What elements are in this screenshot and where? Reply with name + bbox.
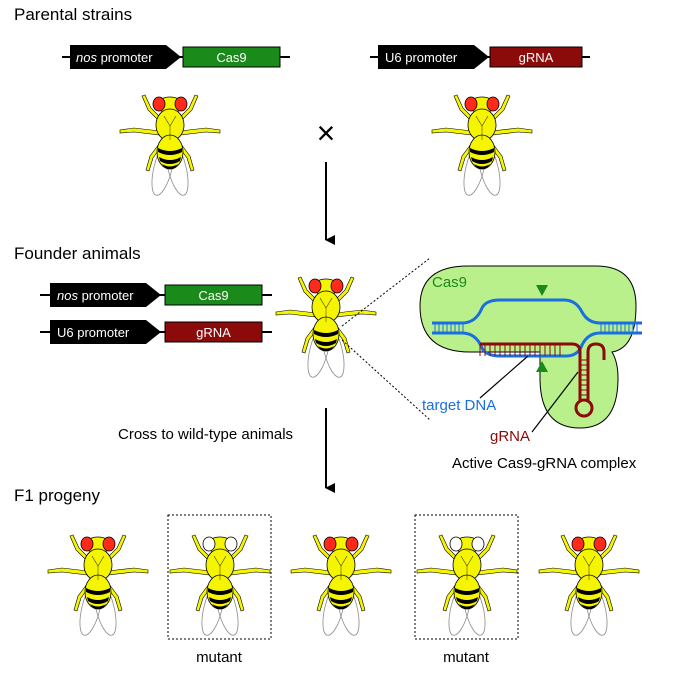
zoom-line-bottom	[341, 339, 431, 421]
section-title-f1: F1 progeny	[14, 486, 100, 505]
construct-nos-cas9-parental: nos promoter Cas9	[62, 45, 290, 69]
f1-fly-1	[47, 534, 149, 638]
grna-box-label: gRNA	[519, 50, 554, 65]
promoter-label-rest: promoter	[78, 288, 134, 303]
complex-caption: Active Cas9-gRNA complex	[452, 455, 637, 472]
grna-box-label: gRNA	[196, 325, 231, 340]
promoter-arrow	[50, 320, 161, 344]
cas9-grna-complex: Cas9	[419, 265, 642, 472]
grna-label: gRNA	[490, 428, 530, 445]
promoter-arrow	[378, 45, 489, 69]
cas9-box-label: Cas9	[198, 288, 228, 303]
fly-parent-left	[119, 94, 221, 198]
grna-strand	[479, 342, 606, 418]
grna-box	[489, 46, 583, 68]
section-title-founder: Founder animals	[14, 244, 141, 263]
section-title-parental: Parental strains	[14, 5, 132, 24]
cas9-box	[182, 46, 281, 68]
promoter-label-italic: nos	[76, 50, 97, 65]
cas9-protein-label: Cas9	[432, 274, 467, 291]
fly-parent-right	[431, 94, 533, 198]
promoter-label: U6 promoter	[57, 325, 130, 340]
construct-nos-cas9-founder: nos promoter Cas9	[40, 283, 272, 307]
construct-u6-grna-founder: U6 promoter gRNA	[40, 320, 272, 344]
dna-basepairs	[434, 323, 638, 333]
f1-fly-4-mutant	[416, 534, 518, 638]
promoter-label: U6 promoter	[385, 50, 458, 65]
target-dna-callout-line	[479, 355, 529, 399]
promoter-label-italic: nos	[57, 288, 78, 303]
mutant-box-1	[167, 514, 272, 640]
target-dna	[432, 298, 642, 358]
cas9-box-label: Cas9	[216, 50, 246, 65]
promoter-label: nos promoter	[57, 288, 134, 303]
cross-symbol: ×	[317, 115, 336, 151]
zoom-line-top	[341, 257, 431, 327]
grna-callout-line	[531, 371, 579, 433]
cleavage-marker-bottom	[536, 361, 548, 372]
mutant-label-1: mutant	[196, 649, 243, 666]
promoter-label: nos promoter	[76, 50, 153, 65]
target-dna-label: target DNA	[422, 397, 496, 414]
construct-u6-grna-parental: U6 promoter gRNA	[370, 45, 590, 69]
promoter-arrow	[70, 45, 181, 69]
fly-founder	[275, 276, 377, 380]
mutant-label-2: mutant	[443, 649, 490, 666]
cross-label: Cross to wild-type animals	[118, 426, 293, 443]
grna-box	[164, 321, 263, 343]
mutant-box-2	[414, 514, 519, 640]
promoter-arrow	[50, 283, 161, 307]
cas9-box	[164, 284, 263, 306]
cleavage-marker-top	[536, 285, 548, 296]
f1-fly-3	[290, 534, 392, 638]
promoter-label-rest: promoter	[97, 50, 153, 65]
f1-fly-5	[538, 534, 640, 638]
f1-fly-2-mutant	[169, 534, 271, 638]
